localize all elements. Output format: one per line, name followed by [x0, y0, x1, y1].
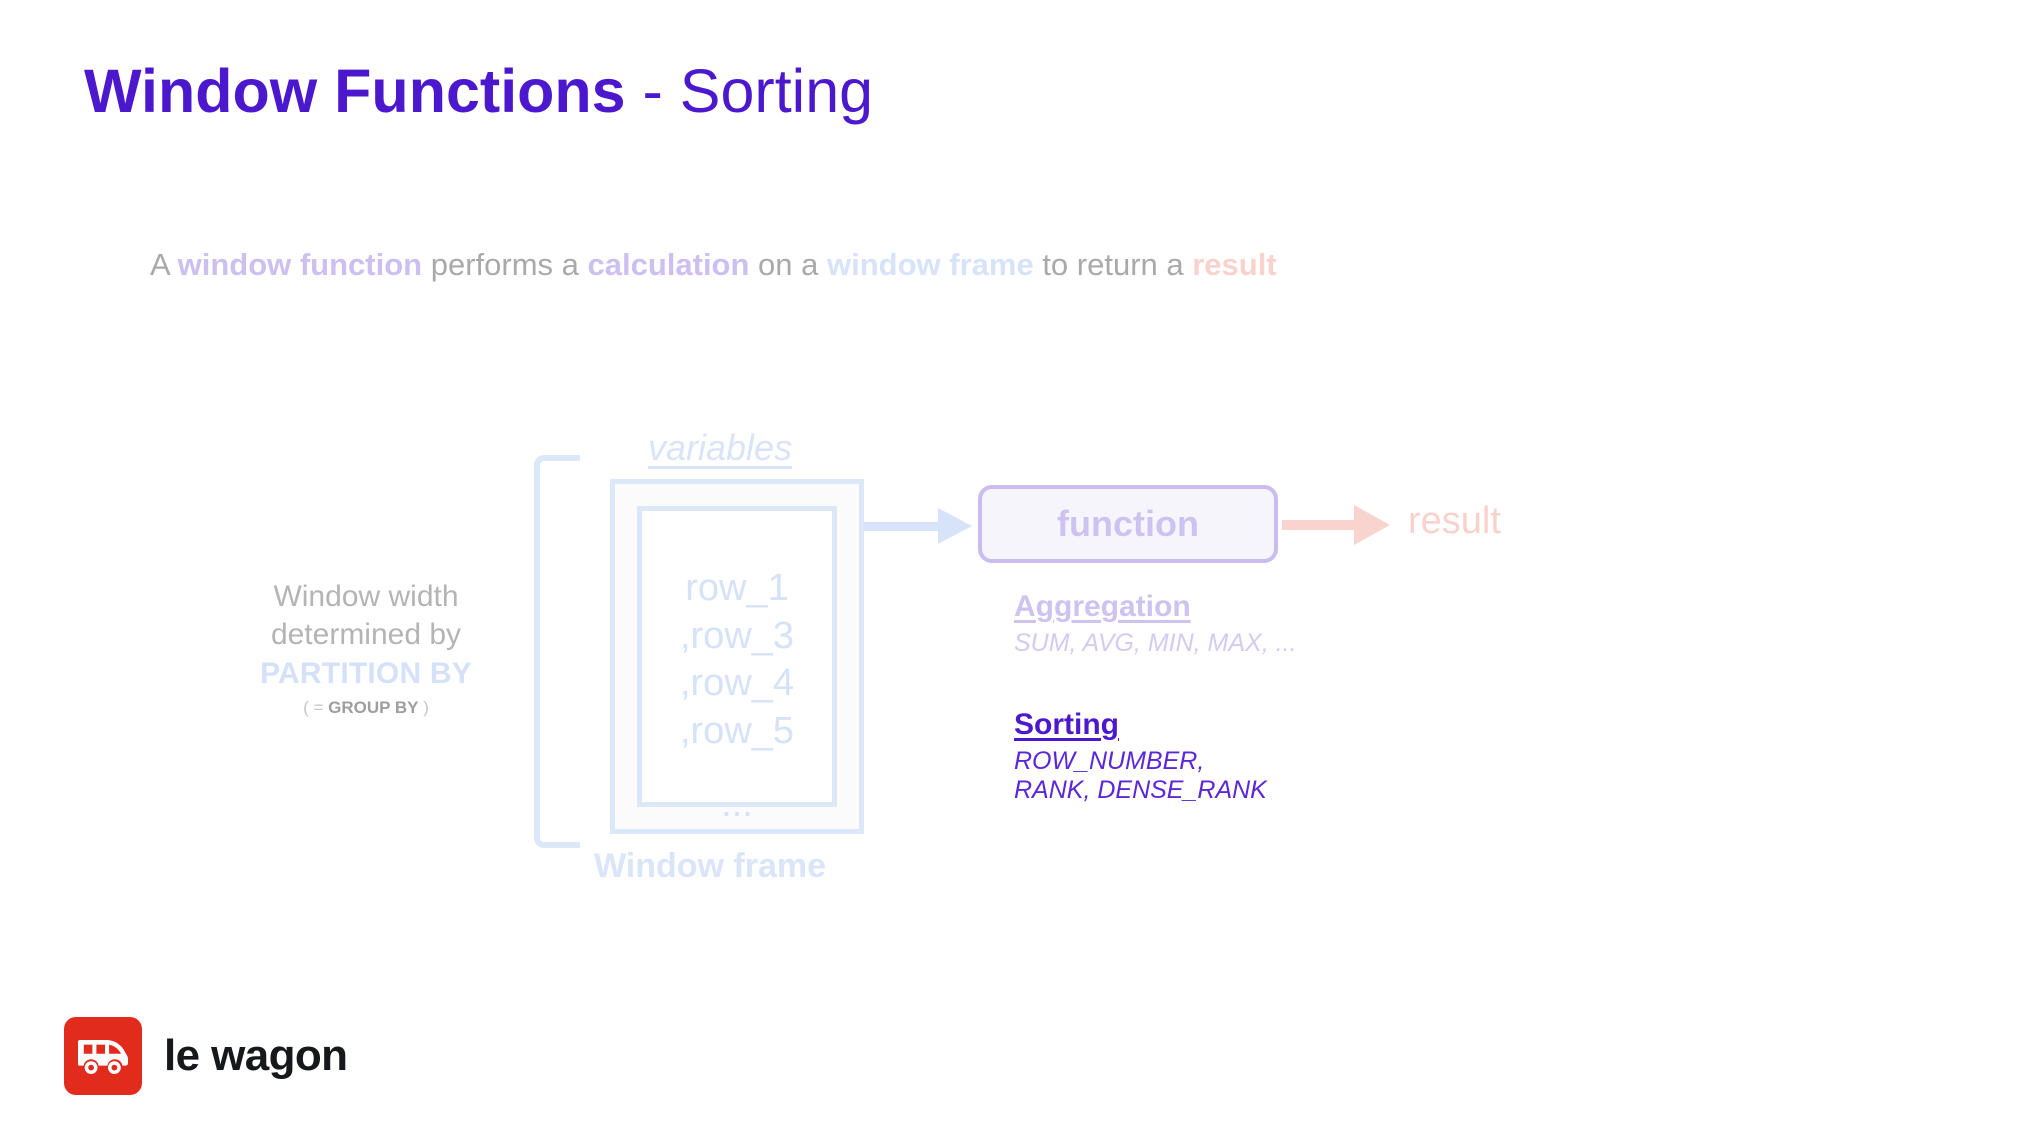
rows-ellipsis: ... [721, 783, 753, 825]
list-item: ,row_5 [679, 709, 795, 752]
function-categories: Aggregation SUM, AVG, MIN, MAX, ... Sort… [1014, 590, 1296, 806]
window-frame-box: row_1 ,row_3 ,row_4 ,row_5 ... [610, 479, 864, 834]
sorting-examples: ROW_NUMBER, RANK, DENSE_RANK [1014, 747, 1296, 806]
function-label: function [1057, 503, 1199, 544]
aggregation-examples: SUM, AVG, MIN, MAX, ... [1014, 628, 1297, 657]
page-title: Window Functions - Sorting [84, 56, 873, 126]
arrow-shaft [1282, 520, 1358, 530]
page-title-light: - Sorting [625, 57, 874, 125]
rows-list: row_1 ,row_3 ,row_4 ,row_5 ... [642, 565, 832, 829]
result-label: result [1408, 500, 1501, 542]
aggregation-heading: Aggregation [1014, 590, 1191, 623]
list-item: ,row_3 [679, 614, 795, 657]
le-wagon-logo: le wagon [64, 1017, 348, 1095]
subtitle-keyword-result: result [1192, 247, 1277, 282]
page-title-strong: Window Functions [84, 57, 626, 125]
arrow-shaft [864, 522, 942, 531]
partition-line-1: Window width [273, 580, 459, 613]
function-box: function [978, 485, 1278, 563]
sorting-heading: Sorting [1014, 708, 1119, 741]
partition-note-prefix: ( = [303, 698, 329, 718]
arrow-head [938, 508, 972, 544]
aggregation-group: Aggregation SUM, AVG, MIN, MAX, ... [1014, 590, 1296, 658]
brand-name: le wagon [164, 1031, 348, 1080]
sorting-group: Sorting ROW_NUMBER, RANK, DENSE_RANK [1014, 708, 1296, 806]
variables-label: variables [648, 427, 793, 468]
window-frame-label: Window frame [594, 847, 827, 885]
partition-line-2: determined by [270, 618, 462, 652]
group-by-keyword: GROUP BY [328, 698, 419, 718]
subtitle-part-3: to return a [1033, 247, 1193, 282]
subtitle-part-0: A [150, 247, 178, 282]
arrow-head [1354, 505, 1390, 545]
van-icon [64, 1017, 142, 1095]
subtitle-part-2: on a [749, 247, 827, 282]
subtitle-part-1: performs a [422, 247, 588, 282]
sorting-examples-line-1: ROW_NUMBER, [1014, 746, 1205, 775]
list-item: ,row_4 [679, 662, 795, 704]
window-frame-bracket [534, 455, 580, 848]
partition-by-annotation: Window width determined by PARTITION BY … [230, 578, 502, 719]
subtitle-keyword-window-function: window function [177, 247, 423, 282]
partition-equivalence-note: ( = GROUP BY ) [230, 697, 502, 719]
partition-note-suffix: ) [418, 698, 429, 718]
subtitle-keyword-calculation: calculation [587, 247, 750, 282]
sorting-examples-line-2: RANK, DENSE_RANK [1014, 776, 1267, 804]
subtitle: A window function performs a calculation… [150, 245, 1277, 285]
partition-by-keyword: PARTITION BY [260, 656, 472, 690]
list-item: row_1 [685, 567, 789, 609]
variables-box: row_1 ,row_3 ,row_4 ,row_5 ... [637, 506, 837, 825]
arrow-right-icon-output [1282, 505, 1392, 545]
arrow-right-icon-input [864, 508, 972, 544]
subtitle-keyword-window-frame: window frame [827, 247, 1034, 282]
